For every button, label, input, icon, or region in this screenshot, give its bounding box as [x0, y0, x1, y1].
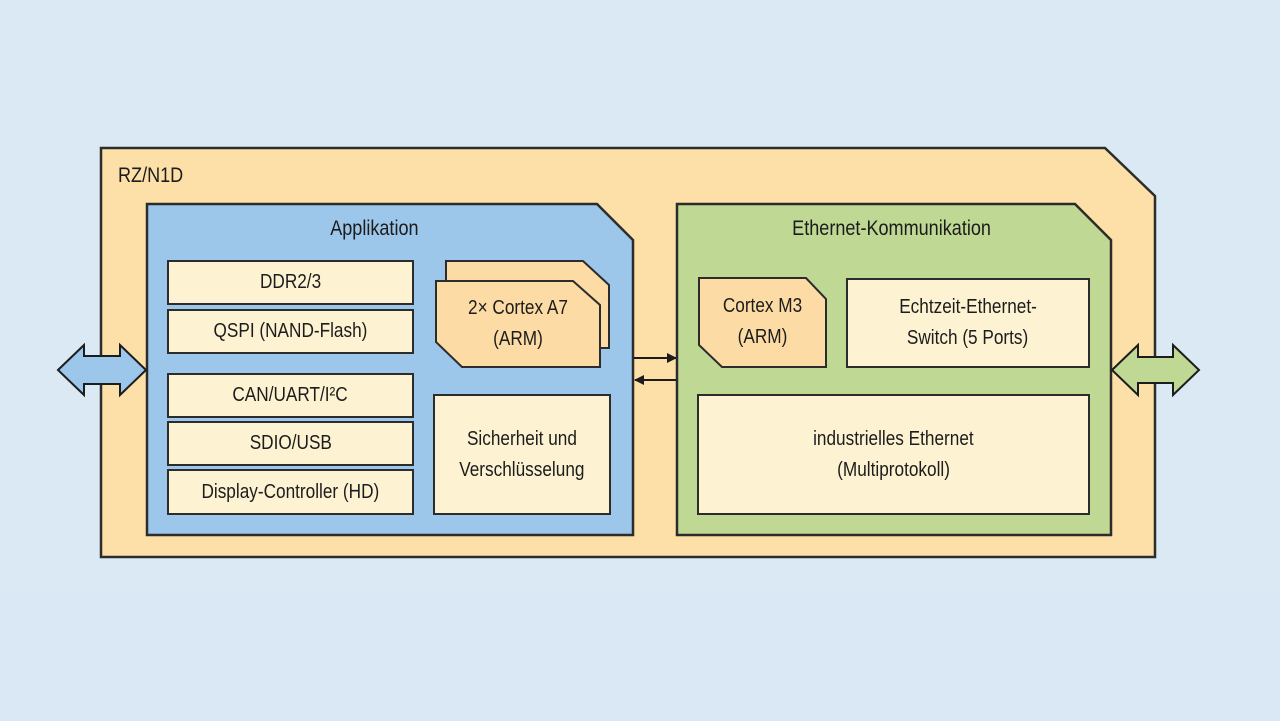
- peripheral-sdio-usb-label: SDIO/USB: [249, 432, 332, 454]
- ethernet-switch-line2: Switch (5 Ports): [907, 327, 1029, 349]
- industrial-ethernet-line2: (Multiprotokoll): [837, 458, 950, 481]
- background-lower-band: [0, 590, 1280, 721]
- security-block: Sicherheit und Verschlüsselung: [433, 394, 611, 515]
- external-right-double-arrow: [1110, 342, 1201, 398]
- peripheral-can-uart-i2c: CAN/UART/I²C: [167, 373, 414, 418]
- cortex-m3-label: Cortex M3 (ARM): [708, 291, 817, 353]
- application-title: Applikation: [147, 217, 601, 241]
- peripheral-display-controller-label: Display-Controller (HD): [201, 480, 380, 503]
- security-line2: Verschlüsselung: [459, 458, 585, 481]
- peripheral-ddr: DDR2/3: [167, 260, 414, 305]
- peripheral-qspi-label: QSPI (NAND-Flash): [213, 320, 368, 342]
- peripheral-sdio-usb: SDIO/USB: [167, 421, 414, 466]
- peripheral-can-uart-i2c-label: CAN/UART/I²C: [232, 384, 349, 406]
- industrial-ethernet-block: industrielles Ethernet (Multiprotokoll): [697, 394, 1090, 515]
- external-left-double-arrow: [56, 342, 148, 398]
- cortex-a7-label: 2× Cortex A7 (ARM): [447, 293, 588, 355]
- chip-label: RZ/N1D: [118, 164, 184, 187]
- security-line1: Sicherheit und: [467, 427, 577, 450]
- cortex-a7-front-card: [435, 280, 601, 368]
- ethernet-switch-line1: Echtzeit-Ethernet-: [899, 296, 1037, 318]
- peripheral-qspi: QSPI (NAND-Flash): [167, 309, 414, 354]
- ethernet-title: Ethernet-Kommunikation: [677, 217, 1107, 241]
- cortex-m3-line2: (ARM): [737, 326, 788, 348]
- peripheral-display-controller: Display-Controller (HD): [167, 469, 414, 515]
- cortex-m3-line1: Cortex M3: [722, 295, 803, 317]
- cortex-a7-line1: 2× Cortex A7: [468, 297, 568, 319]
- cortex-a7-line2: (ARM): [493, 328, 543, 350]
- ethernet-title-text: Ethernet-Kommunikation: [792, 217, 992, 240]
- ethernet-switch-block: Echtzeit-Ethernet- Switch (5 Ports): [846, 278, 1090, 368]
- cortex-m3-card: [698, 277, 827, 368]
- industrial-ethernet-line1: industrielles Ethernet: [813, 427, 974, 450]
- application-title-text: Applikation: [329, 217, 419, 240]
- peripheral-ddr-label: DDR2/3: [259, 271, 322, 293]
